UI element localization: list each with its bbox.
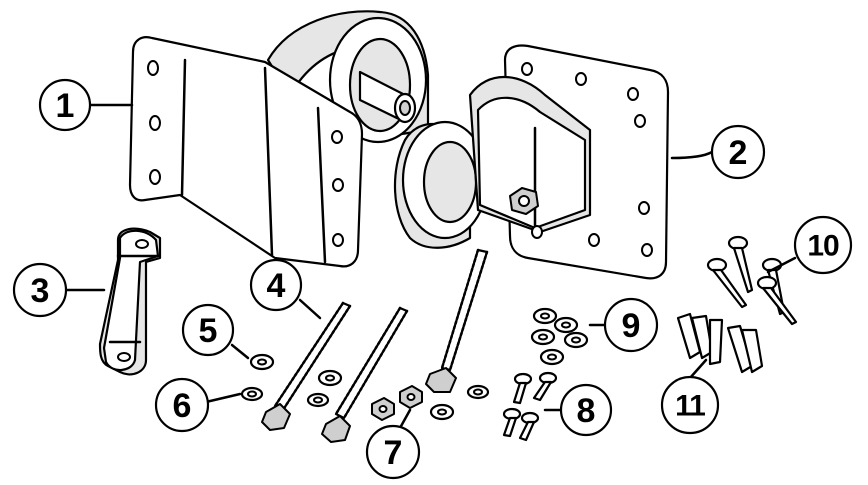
callout-label-10: 10	[807, 230, 839, 263]
wall-anchors-part-11	[676, 312, 764, 374]
callout-7: 7	[365, 424, 421, 480]
lock-washers-part-6	[240, 384, 490, 408]
callout-11: 11	[660, 375, 720, 435]
callout-5: 5	[181, 303, 235, 357]
callout-label-6: 6	[173, 387, 192, 425]
callout-9: 9	[603, 297, 659, 353]
leader-lines	[64, 103, 797, 430]
callout-8: 8	[559, 383, 613, 437]
callout-label-11: 11	[675, 390, 705, 423]
wall-mount-part-2	[393, 44, 670, 280]
callout-label-5: 5	[199, 312, 218, 350]
short-bolts-part-8	[502, 371, 558, 442]
callout-labels: 1 2 3 4 5 6 7 8	[12, 78, 853, 480]
washers-part-9	[530, 307, 589, 366]
hex-nuts-part-7	[371, 385, 423, 421]
flat-washers-part-5	[249, 353, 455, 421]
wood-screws-part-10	[706, 235, 798, 326]
callout-3: 3	[12, 262, 68, 318]
clamp-strap-part-3	[98, 227, 162, 376]
long-bolts-part-4	[261, 248, 489, 443]
callout-10: 10	[793, 215, 853, 275]
callout-label-7: 7	[384, 434, 403, 472]
callout-label-3: 3	[31, 272, 50, 310]
callout-label-2: 2	[729, 134, 748, 172]
callout-4: 4	[249, 258, 303, 312]
callout-2: 2	[710, 124, 766, 180]
callout-1: 1	[38, 78, 92, 132]
pole-bracket-part-1	[128, 10, 430, 268]
callout-label-9: 9	[622, 307, 641, 345]
callout-6: 6	[154, 377, 210, 433]
callout-label-8: 8	[577, 392, 596, 430]
callout-label-4: 4	[267, 267, 286, 305]
callout-label-1: 1	[56, 87, 75, 125]
